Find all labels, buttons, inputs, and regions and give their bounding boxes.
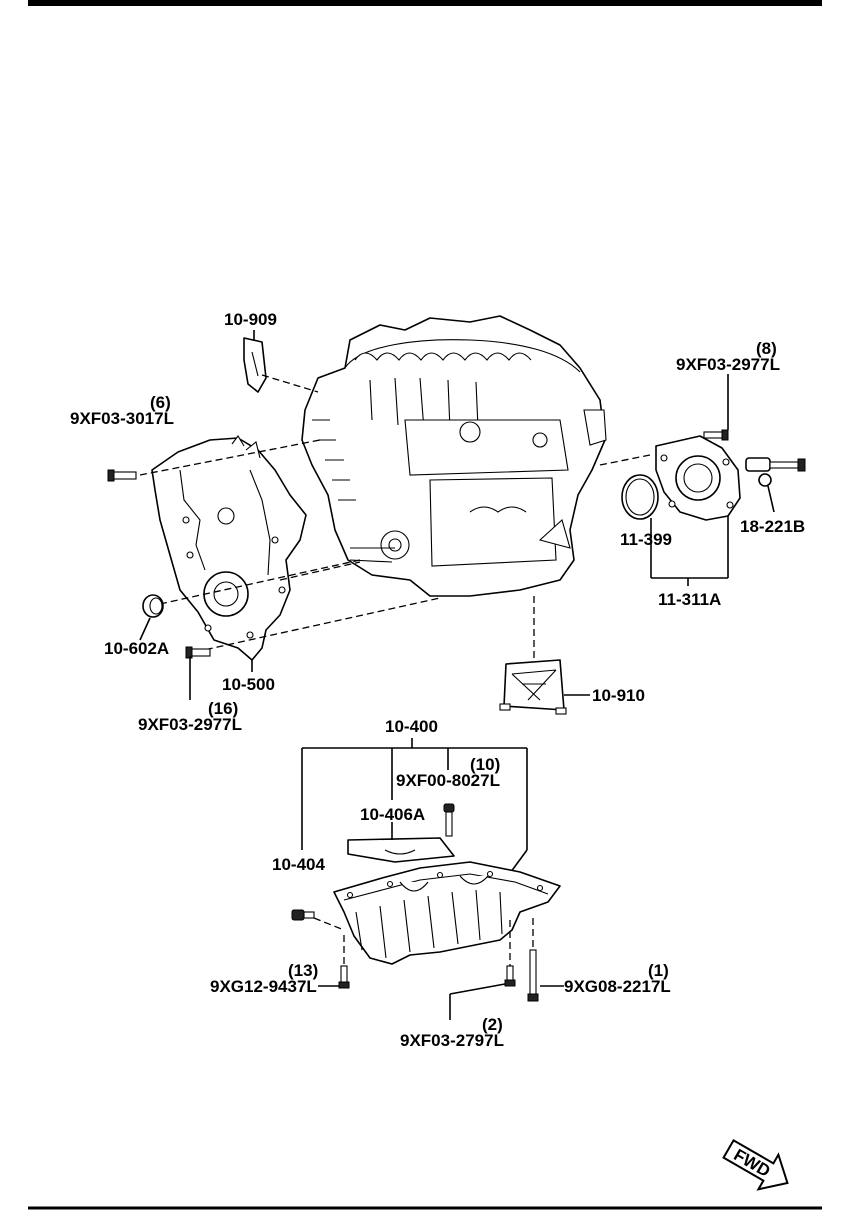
callout-10-910: 10-910 <box>592 686 645 705</box>
part-10-404 <box>291 909 315 921</box>
qty-10: (10) <box>470 755 500 774</box>
fwd-arrow-icon: FWD <box>722 1138 789 1191</box>
callout-11-311a: 11-311A <box>658 590 721 609</box>
callout-18-221b: 18-221B <box>740 517 805 536</box>
part-11-311a <box>655 435 741 521</box>
callout-10-406a: 10-406A <box>360 805 425 824</box>
bolt-9xf00-8027l <box>443 803 455 837</box>
bolt-9xf03-2977l-8 <box>703 429 729 441</box>
qty-16: (16) <box>208 699 238 718</box>
part-11-399 <box>621 474 659 520</box>
callout-9xf03-2977l-top: 9XF03-2977L <box>676 355 780 374</box>
qty-8: (8) <box>756 339 777 358</box>
callout-10-602a: 10-602A <box>104 639 169 658</box>
bolt-9xf03-3017l <box>107 469 137 482</box>
qty-13: (13) <box>288 961 318 980</box>
bolt-9xf03-2977l-16 <box>185 646 211 659</box>
bolt-9xg08-2217l <box>527 949 539 1002</box>
part-10-910 <box>499 659 567 715</box>
engine-block <box>301 315 607 597</box>
part-10-406a <box>347 837 455 863</box>
qty-2: (2) <box>482 1015 503 1034</box>
part-10-500 <box>151 435 307 661</box>
callout-10-500: 10-500 <box>222 675 275 694</box>
part-10-602a <box>142 594 164 618</box>
callout-10-400: 10-400 <box>385 717 438 736</box>
callout-9xf03-2797l: 9XF03-2797L <box>400 1031 504 1050</box>
bolt-9xf03-2797l <box>504 965 516 987</box>
callout-9xf00-8027l: 9XF00-8027L <box>396 771 500 790</box>
callout-9xf03-3017l: 9XF03-3017L <box>70 409 174 428</box>
part-oil-pan <box>333 861 561 965</box>
qty-1: (1) <box>648 961 669 980</box>
callout-9xg08-2217l: 9XG08-2217L <box>564 977 671 996</box>
callout-10-404: 10-404 <box>272 855 325 874</box>
callout-10-909: 10-909 <box>224 310 277 329</box>
callout-9xf03-2977l-bottom: 9XF03-2977L <box>138 715 242 734</box>
qty-6: (6) <box>150 393 171 412</box>
border-rules <box>28 0 822 1210</box>
part-10-909 <box>243 337 267 393</box>
bolt-9xg12-9437l <box>338 965 350 989</box>
callout-11-399: 11-399 <box>620 530 672 549</box>
callout-9xg12-9437l: 9XG12-9437L <box>210 977 317 996</box>
part-18-221b <box>745 457 806 487</box>
